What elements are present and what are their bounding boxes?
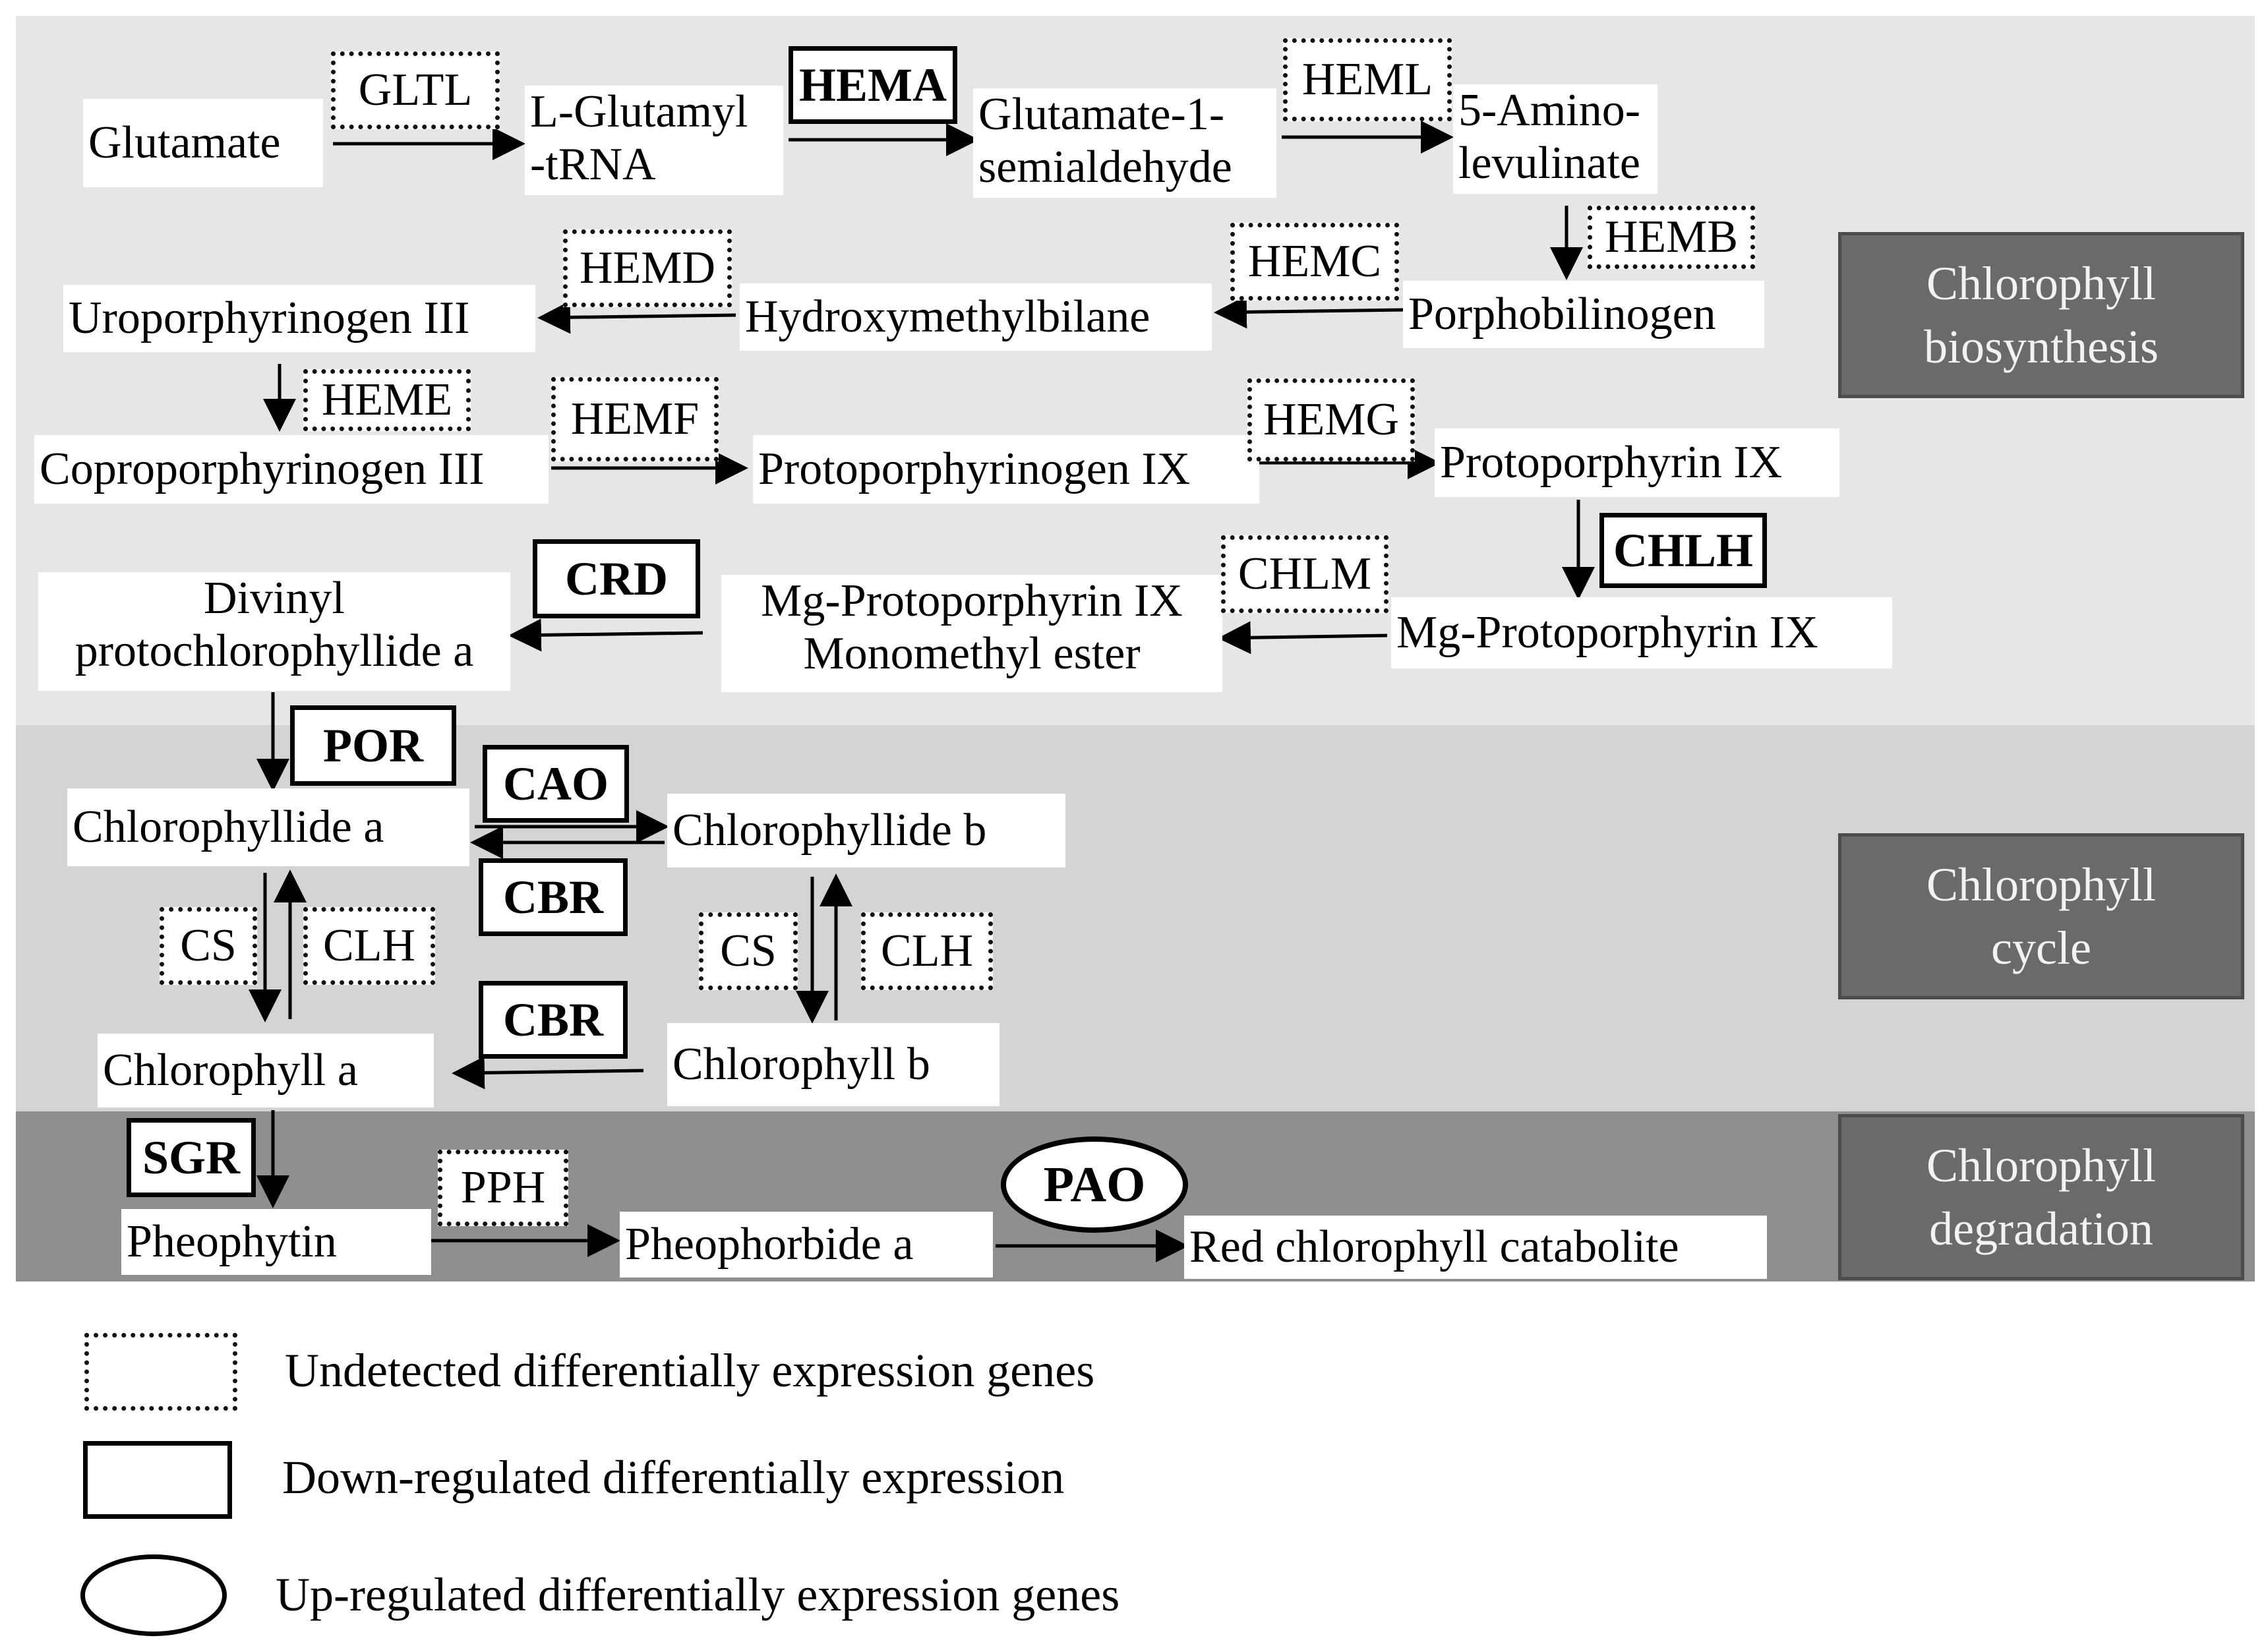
legend-undetected-symbol xyxy=(84,1333,237,1411)
enzyme-hemf: HEMF xyxy=(551,377,719,461)
compound-chlorophyllide-a: Chlorophyllide a xyxy=(67,788,469,866)
enzyme-crd: CRD xyxy=(533,539,700,618)
enzyme-hemg: HEMG xyxy=(1247,378,1415,461)
compound-glutamate: Glutamate xyxy=(83,99,323,187)
enzyme-heme: HEME xyxy=(303,369,471,431)
compound-chlorophyll-b: Chlorophyll b xyxy=(667,1023,1000,1106)
compound-pheophorbide-a: Pheophorbide a xyxy=(620,1212,993,1278)
arrow-chlb-to-chla xyxy=(452,1056,644,1090)
compound-red-chlorophyll-catabolite: Red chlorophyll catabolite xyxy=(1184,1216,1767,1279)
legend-down-symbol xyxy=(83,1441,232,1519)
compound-porphobilinogen: Porphobilinogen xyxy=(1403,281,1764,348)
legend-up-symbol xyxy=(80,1554,227,1636)
compound-protoporphyrinogen-ix: Protoporphyrinogen IX xyxy=(753,435,1259,504)
compound-protoporphyrin-ix: Protoporphyrin IX xyxy=(1435,428,1839,497)
compound-chlorophyll-a: Chlorophyll a xyxy=(98,1034,434,1107)
enzyme-cbr-chlorophyllide: CBR xyxy=(479,858,628,936)
enzyme-por: POR xyxy=(290,705,456,786)
arrow-hmb-to-uro xyxy=(537,301,736,334)
compound-l-glutamyl-trna: L-Glutamyl-tRNA xyxy=(525,86,783,195)
compound-mg-protoporphyrin-ix: Mg-Protoporphyrin IX xyxy=(1391,597,1892,668)
compound-glutamate-semialdehyde: Glutamate-1-semialdehyde xyxy=(973,88,1276,198)
compound-hydroxymethylbilane: Hydroxymethylbilane xyxy=(740,283,1212,351)
enzyme-pph: PPH xyxy=(438,1150,568,1226)
enzyme-hemb: HEMB xyxy=(1588,206,1755,269)
enzyme-hemc: HEMC xyxy=(1230,223,1399,301)
enzyme-chlm: CHLM xyxy=(1221,535,1388,613)
legend-down-label: Down-regulated differentially expression xyxy=(282,1451,1065,1504)
arrow-mgproto-to-ester xyxy=(1218,621,1388,655)
enzyme-sgr: SGR xyxy=(127,1118,256,1197)
arrow-ester-to-divinyl xyxy=(508,618,703,652)
compound-uroporphyrinogen-iii: Uroporphyrinogen III xyxy=(63,285,535,352)
legend-up-label: Up-regulated differentially expression g… xyxy=(276,1568,1120,1621)
enzyme-heml: HEML xyxy=(1283,38,1452,121)
compound-5-aminolevulinate: 5-Amino-levulinate xyxy=(1453,84,1657,194)
enzyme-pao: PAO xyxy=(1001,1136,1188,1233)
compound-coproporphyrinogen-iii: Coproporphyrinogen III xyxy=(34,435,549,504)
enzyme-hemd: HEMD xyxy=(563,229,732,307)
enzyme-cbr-chlorophyll: CBR xyxy=(479,981,628,1059)
enzyme-clh-a: CLH xyxy=(303,907,435,985)
legend-undetected-label: Undetected differentially expression gen… xyxy=(285,1344,1095,1397)
enzyme-clh-b: CLH xyxy=(861,912,993,990)
arrow-pbg-to-hmb xyxy=(1214,295,1405,329)
enzyme-cs-a: CS xyxy=(160,907,257,985)
compound-pheophytin: Pheophytin xyxy=(121,1209,431,1275)
enzyme-cs-b: CS xyxy=(699,912,798,990)
enzyme-chlh: CHLH xyxy=(1599,513,1767,588)
compound-chlorophyllide-b: Chlorophyllide b xyxy=(667,794,1065,868)
enzyme-hema: HEMA xyxy=(789,46,957,124)
enzyme-gltl: GLTL xyxy=(331,51,500,129)
enzyme-cao: CAO xyxy=(483,745,629,823)
